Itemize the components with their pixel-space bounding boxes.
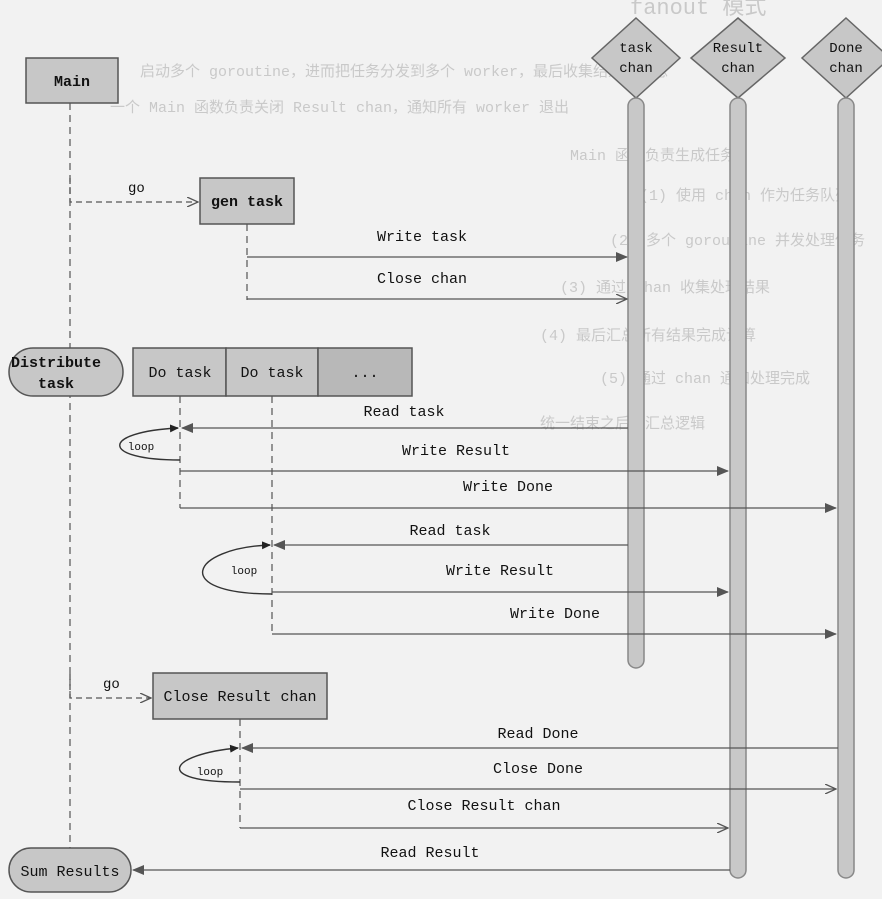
background-text: Main 函数负责生成任务 — [570, 147, 735, 165]
node-gen-task-label: gen task — [211, 194, 283, 211]
node-do-task-more-label: ... — [351, 365, 378, 382]
node-gen-task: gen task — [199, 177, 295, 225]
msg-close-done: Close Done — [240, 761, 836, 789]
loop-label: loop — [231, 566, 257, 578]
msg-close-result-chan: Close Result chan — [240, 798, 728, 828]
msg-write-task: Write task — [247, 229, 628, 262]
msg-label: Read Done — [497, 726, 578, 743]
msg-label: Close chan — [377, 271, 467, 288]
lane-label: chan — [829, 61, 863, 77]
go-arrow-gen-task: go — [69, 178, 198, 202]
node-main: Main — [25, 57, 119, 104]
msg-write-done-2: Write Done — [272, 606, 837, 639]
node-do-task-2-label: Do task — [240, 365, 303, 382]
node-do-task-more — [317, 347, 413, 397]
msg-label: Write Done — [463, 479, 553, 496]
background-text: (4) 最后汇总所有结果完成计算 — [540, 326, 756, 345]
node-close-result-chan-label: Close Result chan — [163, 689, 316, 706]
go-label: go — [128, 181, 145, 197]
node-sum-results: Sum Results — [8, 847, 132, 893]
node-distribute-label-1: Distribute — [11, 355, 101, 372]
lane-label: chan — [619, 61, 653, 77]
node-distribute-task: Distribute task — [8, 347, 124, 397]
msg-label: Close Result chan — [407, 798, 560, 815]
msg-read-task-1: Read task — [181, 404, 628, 433]
lane-bar — [627, 97, 645, 669]
background-text-layer: fanout 模式 启动多个 goroutine，进而把任务分发到多个 work… — [110, 0, 865, 433]
lane-result-chan: Result chan — [689, 17, 787, 879]
lane-task-chan: task chan — [590, 16, 682, 669]
msg-write-result-1: Write Result — [180, 443, 729, 476]
node-close-result-chan: Close Result chan — [152, 672, 328, 720]
msg-label: Write Done — [510, 606, 600, 623]
lane-label: task — [619, 41, 653, 57]
node-distribute-label-2: task — [38, 376, 74, 393]
background-text: 启动多个 goroutine，进而把任务分发到多个 worker，最后收集结果并… — [140, 63, 668, 81]
loop-2: loop — [202, 541, 273, 595]
lane-header-diamond — [590, 16, 682, 100]
background-text: (3) 通过 chan 收集处理结果 — [560, 279, 770, 297]
page-header-fragment: fanout 模式 — [630, 0, 766, 21]
node-sum-results-label: Sum Results — [20, 864, 119, 881]
msg-write-done-1: Write Done — [180, 479, 837, 513]
msg-read-done: Read Done — [241, 726, 838, 753]
lane-label: Result — [713, 41, 763, 57]
background-text: 统一结束之后的汇总逻辑 — [540, 415, 705, 433]
node-do-task-1 — [132, 347, 227, 397]
loop-label: loop — [197, 767, 223, 779]
lane-done-chan: Done chan — [800, 16, 882, 879]
msg-label: Read Result — [380, 845, 479, 862]
go-label: go — [103, 677, 120, 693]
lane-header-diamond — [689, 17, 787, 99]
go-arrow-close-result: go — [69, 674, 151, 698]
node-do-task-1-label: Do task — [148, 365, 211, 382]
msg-close-chan: Close chan — [247, 271, 627, 299]
msg-read-task-2: Read task — [273, 523, 628, 550]
msg-label: Read task — [363, 404, 444, 421]
msg-label: Write Result — [446, 563, 554, 580]
lane-label: chan — [721, 61, 755, 77]
msg-write-result-2: Write Result — [272, 563, 729, 597]
lane-bar — [837, 97, 855, 879]
lane-header-diamond — [800, 16, 882, 100]
msg-label: Read task — [409, 523, 490, 540]
msg-read-result: Read Result — [132, 845, 730, 875]
background-text: 一个 Main 函数负责关闭 Result chan，通知所有 worker 退… — [110, 99, 569, 117]
lane-bar — [729, 97, 747, 879]
loop-3: loop — [179, 744, 241, 783]
background-text: (5) 通过 chan 通知处理完成 — [600, 370, 810, 388]
msg-label: Write task — [377, 229, 467, 246]
loop-1: loop — [119, 424, 181, 461]
worker-group: Do task Do task ... — [132, 347, 413, 397]
msg-label: Close Done — [493, 761, 583, 778]
loop-label: loop — [128, 442, 154, 454]
lane-label: Done — [829, 41, 863, 57]
node-main-label: Main — [54, 74, 90, 91]
msg-label: Write Result — [402, 443, 510, 460]
